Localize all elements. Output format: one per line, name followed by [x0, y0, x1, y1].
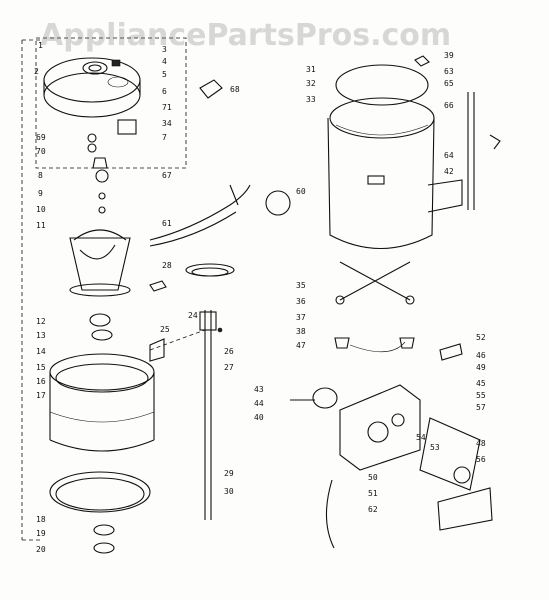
callout-29: 29 [224, 469, 234, 478]
callout-24: 24 [188, 311, 198, 320]
callout-50: 50 [368, 473, 378, 482]
callout-1: 1 [38, 41, 43, 50]
callout-16: 16 [36, 377, 46, 386]
callout-13: 13 [36, 331, 46, 340]
callout-67: 67 [162, 171, 172, 180]
callout-71: 71 [162, 103, 172, 112]
watermark-text: AppliancePartsPros.com [40, 18, 452, 53]
callout-69: 69 [36, 133, 46, 142]
callout-18: 18 [36, 515, 46, 524]
callout-17: 17 [36, 391, 46, 400]
callout-5: 5 [162, 70, 167, 79]
callout-33: 33 [306, 95, 316, 104]
callout-62: 62 [368, 505, 378, 514]
callout-68: 68 [230, 85, 240, 94]
callout-10: 10 [36, 205, 46, 214]
callout-32: 32 [306, 79, 316, 88]
callout-64: 64 [444, 151, 454, 160]
callout-31: 31 [306, 65, 316, 74]
callout-63: 63 [444, 67, 454, 76]
callout-12: 12 [36, 317, 46, 326]
callout-48: 48 [476, 439, 486, 448]
callout-9: 9 [38, 189, 43, 198]
callout-55: 55 [476, 391, 486, 400]
base-frame [334, 261, 415, 353]
callout-7: 7 [162, 133, 167, 142]
callout-60: 60 [296, 187, 306, 196]
callout-27: 27 [224, 363, 234, 372]
callout-49: 49 [476, 363, 486, 372]
callout-8: 8 [38, 171, 43, 180]
callout-57: 57 [476, 403, 486, 412]
callout-11: 11 [36, 221, 46, 230]
callout-66: 66 [444, 101, 454, 110]
callout-47: 47 [296, 341, 306, 350]
callout-15: 15 [36, 363, 46, 372]
callout-4: 4 [162, 57, 167, 66]
callout-34: 34 [162, 119, 172, 128]
motor-control [290, 343, 493, 549]
callout-36: 36 [296, 297, 306, 306]
callout-52: 52 [476, 333, 486, 342]
callout-42: 42 [444, 167, 454, 176]
callout-3: 3 [162, 45, 167, 54]
callout-37: 37 [296, 313, 306, 322]
callout-61: 61 [162, 219, 172, 228]
cabinet [327, 55, 501, 249]
tub-assembly [49, 313, 155, 554]
callout-19: 19 [36, 529, 46, 538]
callout-53: 53 [430, 443, 440, 452]
callout-43: 43 [254, 385, 264, 394]
callout-30: 30 [224, 487, 234, 496]
callout-20: 20 [36, 545, 46, 554]
callout-26: 26 [224, 347, 234, 356]
callout-38: 38 [296, 327, 306, 336]
agitator [69, 169, 131, 297]
callout-51: 51 [368, 489, 378, 498]
callout-65: 65 [444, 79, 454, 88]
callout-39: 39 [444, 51, 454, 60]
callout-44: 44 [254, 399, 264, 408]
callout-40: 40 [254, 413, 264, 422]
callout-56: 56 [476, 455, 486, 464]
callout-25: 25 [160, 325, 170, 334]
callout-54: 54 [416, 433, 426, 442]
lid-assembly [35, 37, 223, 169]
wire-harness [149, 184, 291, 292]
callout-70: 70 [36, 147, 46, 156]
callout-2: 2 [34, 67, 39, 76]
drive-shaft [149, 310, 223, 520]
callout-6: 6 [162, 87, 167, 96]
callout-45: 45 [476, 379, 486, 388]
callout-46: 46 [476, 351, 486, 360]
callout-14: 14 [36, 347, 46, 356]
callout-28: 28 [162, 261, 172, 270]
callout-35: 35 [296, 281, 306, 290]
assembly-frame-left [21, 39, 40, 541]
